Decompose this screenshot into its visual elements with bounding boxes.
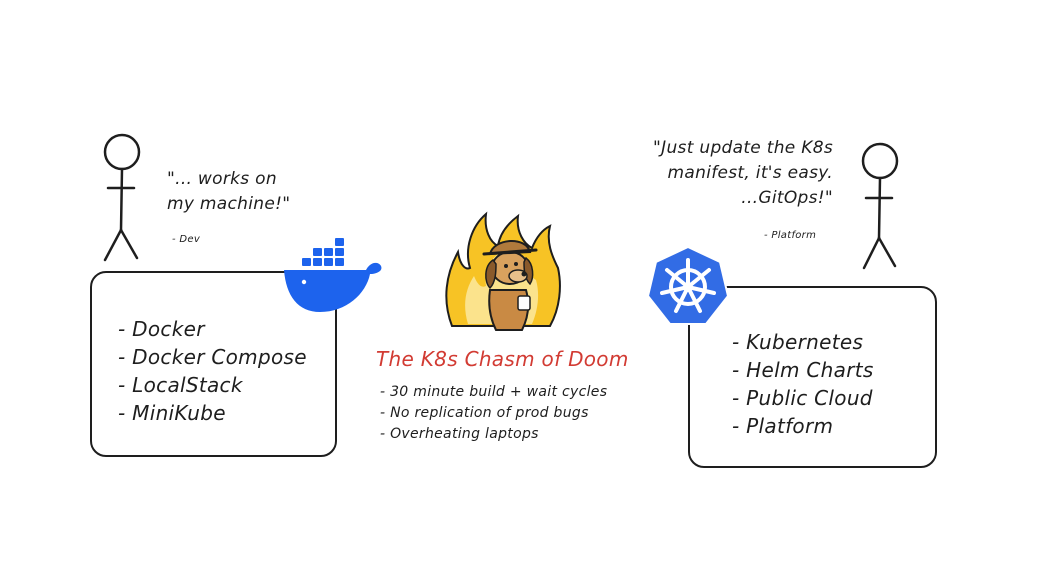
platform-stick-figure bbox=[852, 140, 908, 272]
platform-quote-line-2: manifest, it's easy. bbox=[667, 163, 833, 183]
kubernetes-helm-icon bbox=[646, 244, 730, 328]
platform-attribution: - Platform bbox=[764, 230, 817, 241]
chasm-issue-item: - 30 minute build + wait cycles bbox=[380, 384, 608, 400]
dev-tool-item: - Docker bbox=[118, 317, 205, 341]
dev-quote: "... works on my machine!" bbox=[167, 167, 290, 217]
platform-tool-item: - Helm Charts bbox=[732, 358, 874, 382]
dev-quote-line-2: my machine!" bbox=[167, 194, 291, 214]
docker-whale-icon bbox=[280, 238, 384, 318]
dev-tool-item: - MiniKube bbox=[118, 401, 226, 425]
chasm-issues-list: - 30 minute build + wait cycles - No rep… bbox=[380, 382, 607, 445]
platform-tool-item: - Platform bbox=[732, 414, 834, 438]
platform-quote-line-3: ...GitOps!" bbox=[741, 188, 833, 208]
platform-quote-line-1: "Just update the K8s bbox=[653, 138, 833, 158]
dev-stick-figure bbox=[96, 132, 152, 264]
platform-tools-box: - Kubernetes - Helm Charts - Public Clou… bbox=[688, 286, 937, 468]
platform-tool-item: - Public Cloud bbox=[732, 386, 873, 410]
chasm-issue-item: - Overheating laptops bbox=[380, 426, 539, 442]
chasm-issue-item: - No replication of prod bugs bbox=[380, 405, 589, 421]
dev-quote-line-1: "... works on bbox=[167, 169, 277, 189]
dev-tools-list: - Docker - Docker Compose - LocalStack -… bbox=[118, 315, 307, 427]
platform-quote: "Just update the K8s manifest, it's easy… bbox=[578, 136, 833, 211]
dev-tool-item: - LocalStack bbox=[118, 373, 243, 397]
dog-in-fire-icon bbox=[438, 208, 568, 338]
platform-tool-item: - Kubernetes bbox=[732, 330, 864, 354]
dev-tools-box: - Docker - Docker Compose - LocalStack -… bbox=[90, 271, 337, 457]
chasm-title: The K8s Chasm of Doom bbox=[376, 347, 629, 371]
dev-attribution: - Dev bbox=[172, 234, 201, 245]
dev-tool-item: - Docker Compose bbox=[118, 345, 307, 369]
platform-tools-list: - Kubernetes - Helm Charts - Public Clou… bbox=[732, 328, 874, 440]
